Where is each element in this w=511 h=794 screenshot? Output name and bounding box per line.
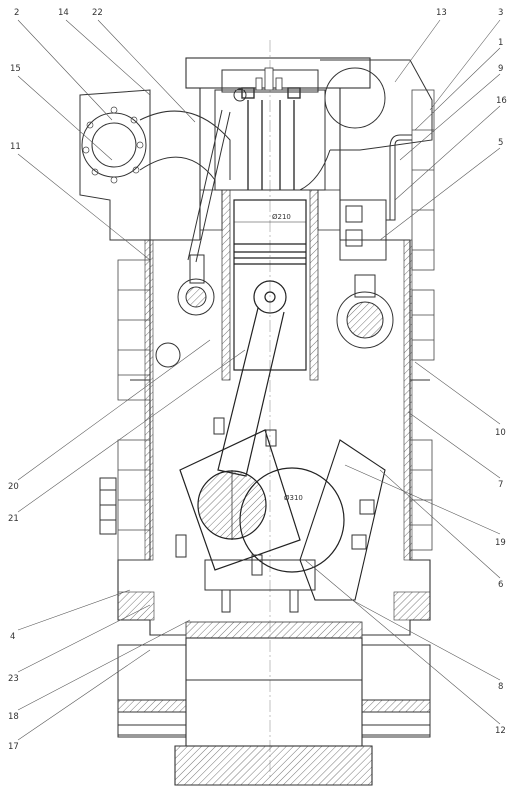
label-10: 10 <box>495 428 506 438</box>
piston <box>233 199 307 371</box>
label-12: 12 <box>495 726 506 736</box>
label-1: 1 <box>498 38 504 48</box>
camshaft <box>155 254 215 368</box>
label-9: 9 <box>498 64 504 74</box>
label-16: 16 <box>496 96 507 106</box>
injection-pump <box>339 134 412 261</box>
valves <box>241 87 301 190</box>
label-15: 15 <box>10 64 21 74</box>
crank-dimension: Ø310 <box>284 494 303 502</box>
label-8: 8 <box>498 682 504 692</box>
label-6: 6 <box>498 580 504 590</box>
balance-shaft-right <box>336 274 394 349</box>
label-11: 11 <box>10 142 21 152</box>
main-bearing-cap <box>175 417 375 613</box>
left-cover-ribs <box>117 259 151 561</box>
cylinder-liner <box>199 189 341 381</box>
label-20: 20 <box>8 482 19 492</box>
label-7: 7 <box>498 480 504 490</box>
label-23: 23 <box>8 674 19 684</box>
bore-dimension: Ø210 <box>272 213 291 221</box>
head-bolts <box>255 67 283 91</box>
counterweight <box>299 439 386 601</box>
label-14: 14 <box>58 8 69 18</box>
crankcase-walls <box>117 57 431 636</box>
label-18: 18 <box>8 712 19 722</box>
label-2: 2 <box>14 8 20 18</box>
label-13: 13 <box>436 8 447 18</box>
label-19: 19 <box>495 538 506 548</box>
label-21: 21 <box>8 514 19 524</box>
push-rod <box>187 109 231 263</box>
mounting-feet <box>117 644 431 738</box>
label-17: 17 <box>8 742 19 752</box>
label-4: 4 <box>10 632 16 642</box>
vibration-damper <box>99 477 117 535</box>
oil-pan <box>174 637 373 786</box>
right-cover-ribs <box>409 89 435 551</box>
crankshaft <box>179 429 345 573</box>
exhaust-flange-bolts <box>82 106 144 184</box>
label-3: 3 <box>498 8 504 18</box>
label-5: 5 <box>498 138 504 148</box>
label-22: 22 <box>92 8 103 18</box>
leader-lines <box>17 19 501 741</box>
exhaust-manifold <box>79 89 231 241</box>
